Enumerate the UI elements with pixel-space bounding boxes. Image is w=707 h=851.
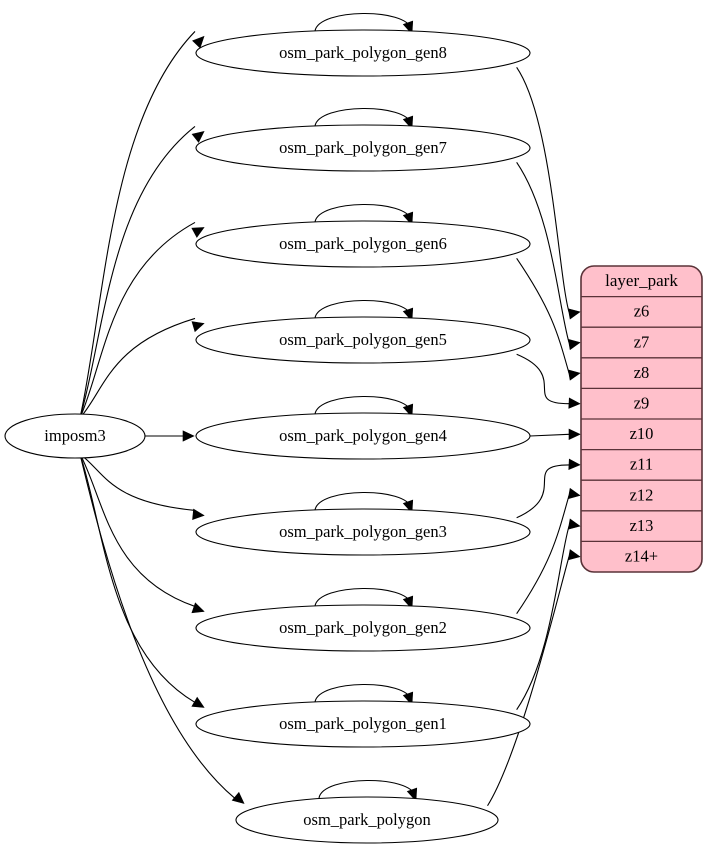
node-gen8[interactable]: osm_park_polygon_gen8 — [195, 29, 531, 77]
self-loop-gen1 — [314, 683, 412, 703]
edge-arrowhead — [191, 321, 205, 333]
edge-gen2-to-row — [516, 495, 570, 615]
self-loop-gen2 — [314, 587, 412, 607]
layer-park-row-label-z6: z6 — [634, 302, 650, 321]
edge-imposm3-to-gen6 — [79, 221, 196, 419]
node-gen6-shape — [195, 220, 531, 268]
node-gen8-label: osm_park_polygon_gen8 — [279, 43, 447, 62]
self-loop-gen3 — [314, 491, 412, 511]
node-gen2[interactable]: osm_park_polygon_gen2 — [195, 604, 531, 652]
layer-park-row-label-z11: z11 — [630, 455, 653, 474]
node-gen2-label: osm_park_polygon_gen2 — [279, 618, 447, 637]
node-base[interactable]: osm_park_polygon — [235, 796, 499, 844]
edge-arrowhead — [191, 131, 205, 143]
edge-arrowhead — [191, 696, 205, 708]
node-gen3-shape — [195, 508, 531, 556]
edge-arrowhead — [567, 338, 581, 351]
edge-arrowhead — [231, 791, 245, 804]
edge-gen8-to-row — [516, 66, 570, 313]
node-gen4[interactable]: osm_park_polygon_gen4 — [195, 412, 531, 460]
edge-imposm3-to-gen3 — [79, 453, 196, 511]
edges-layer — [79, 12, 581, 807]
edge-gen3-to-row — [516, 464, 570, 519]
node-gen7[interactable]: osm_park_polygon_gen7 — [195, 124, 531, 172]
edge-arrowhead — [568, 428, 581, 440]
edge-arrowhead — [191, 602, 205, 614]
edge-gen1-to-row — [516, 525, 570, 711]
node-gen1-shape — [195, 700, 531, 748]
layer-park-row-label-z14+: z14+ — [625, 546, 658, 565]
node-gen4-shape — [195, 412, 531, 460]
edge-gen4-to-row — [529, 433, 570, 437]
edge-imposm3-to-base — [79, 453, 236, 799]
self-loop-base — [318, 779, 416, 799]
self-loop-gen6 — [314, 203, 412, 223]
node-imposm3[interactable]: imposm3 — [4, 413, 146, 459]
nodes-layer: imposm3 osm_park_polygon_gen8 osm_park_pol… — [4, 29, 531, 844]
edge-imposm3-to-gen7 — [79, 126, 196, 419]
edge-base-to-row — [487, 556, 570, 807]
edge-gen7-to-row — [516, 161, 570, 343]
layer-park-row-label-z9: z9 — [634, 393, 650, 412]
node-gen1-label: osm_park_polygon_gen1 — [279, 714, 447, 733]
node-base-shape — [235, 796, 499, 844]
node-gen7-label: osm_park_polygon_gen7 — [279, 138, 447, 157]
edge-arrowhead — [568, 458, 581, 471]
node-gen5-label: osm_park_polygon_gen5 — [279, 330, 447, 349]
self-loop-gen5 — [314, 299, 412, 319]
edge-gen5-to-row — [516, 353, 570, 405]
self-loop-gen8 — [314, 12, 412, 32]
edge-arrowhead — [567, 549, 581, 561]
node-base-label: osm_park_polygon — [303, 810, 430, 829]
edge-arrowhead — [182, 430, 195, 442]
edge-arrowhead — [191, 227, 205, 238]
node-gen3[interactable]: osm_park_polygon_gen3 — [195, 508, 531, 556]
node-gen1[interactable]: osm_park_polygon_gen1 — [195, 700, 531, 748]
node-gen8-shape — [195, 29, 531, 77]
edge-arrowhead — [567, 308, 581, 320]
node-gen7-shape — [195, 124, 531, 172]
layer-park-header-label: layer_park — [605, 271, 678, 290]
edge-imposm3-to-gen5 — [79, 317, 196, 419]
edge-arrowhead — [567, 369, 581, 381]
edge-arrowhead — [192, 35, 205, 49]
self-loop-gen4 — [314, 395, 412, 415]
node-gen4-label: osm_park_polygon_gen4 — [279, 426, 447, 445]
edge-arrowhead — [568, 397, 581, 409]
self-loop-gen7 — [314, 107, 412, 127]
node-imposm3-shape — [4, 413, 146, 459]
edge-arrowhead — [192, 508, 205, 520]
node-gen5-shape — [195, 316, 531, 364]
edge-imposm3-to-gen2 — [79, 453, 196, 607]
node-gen3-label: osm_park_polygon_gen3 — [279, 522, 447, 541]
node-imposm3-label: imposm3 — [44, 426, 105, 445]
edge-imposm3-to-gen8 — [79, 31, 196, 419]
node-gen6-label: osm_park_polygon_gen6 — [279, 234, 447, 253]
edge-arrowhead — [567, 487, 581, 500]
node-gen5[interactable]: osm_park_polygon_gen5 — [195, 316, 531, 364]
layer-park-row-label-z7: z7 — [634, 332, 650, 351]
node-gen6[interactable]: osm_park_polygon_gen6 — [195, 220, 531, 268]
node-gen2-shape — [195, 604, 531, 652]
edge-gen6-to-row — [516, 257, 570, 374]
edge-imposm3-to-gen1 — [79, 453, 196, 703]
layer-park-row-label-z12: z12 — [630, 485, 654, 504]
edge-arrowhead — [406, 787, 418, 802]
layer-park-table[interactable]: layer_park z6 z7 z8 z9 z10 z11 z12 z13 z14+ — [580, 265, 703, 573]
layer-park-row-label-z10: z10 — [630, 424, 654, 443]
layer-park-row-label-z8: z8 — [634, 363, 650, 382]
layer-park-row-label-z13: z13 — [630, 516, 654, 535]
edge-arrowhead — [567, 518, 581, 530]
